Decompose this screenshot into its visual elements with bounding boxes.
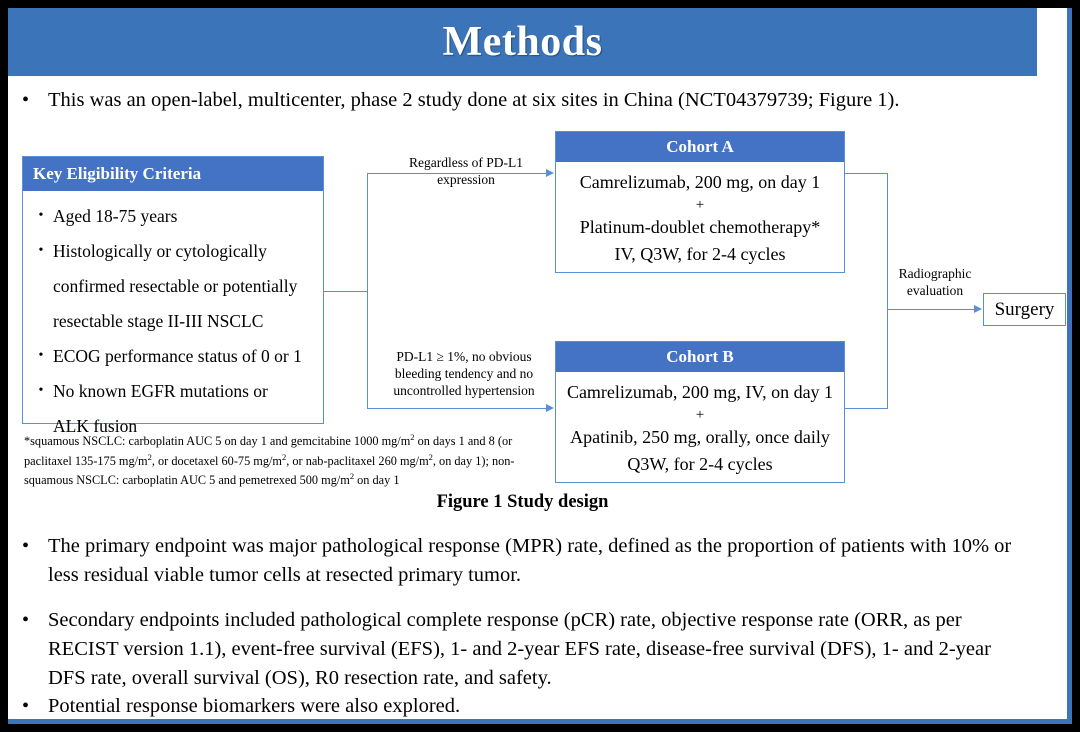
bullet-text: Secondary endpoints included pathologica… bbox=[48, 609, 991, 689]
eligibility-item-text: No known EGFR mutations or bbox=[53, 381, 268, 401]
bullet-text: The primary endpoint was major pathologi… bbox=[48, 535, 1012, 586]
list-item: • No known EGFR mutations or bbox=[29, 374, 317, 408]
connector-top-arrowhead-icon bbox=[546, 169, 554, 177]
list-item: • ECOG performance status of 0 or 1 bbox=[29, 339, 317, 373]
chemotherapy-footnote: *squamous NSCLC: carboplatin AUC 5 on da… bbox=[24, 430, 554, 489]
figure-caption: Figure 1 Study design bbox=[436, 492, 609, 512]
connector-elig-stub bbox=[324, 291, 368, 293]
cohort-b-line2: Apatinib, 250 mg, orally, once daily bbox=[570, 427, 830, 447]
list-item: • Histologically or cytologically bbox=[29, 234, 317, 268]
bullet-marker-icon: • bbox=[38, 383, 44, 398]
lead-bullet-text: This was an open-label, multicenter, pha… bbox=[48, 89, 900, 111]
cohort-b-line1: Camrelizumab, 200 mg, IV, on day 1 bbox=[566, 382, 834, 402]
connector-surgery-arrowhead-icon bbox=[974, 305, 982, 313]
slide-title-band: Methods bbox=[8, 8, 1037, 76]
footnote-line1-b: on days 1 and 8 (or bbox=[414, 434, 513, 449]
footnote-line2-c: , or nab-paclitaxel 260 mg/m bbox=[286, 453, 429, 468]
bullet-marker-icon: • bbox=[22, 695, 30, 717]
bullet-marker-icon: • bbox=[22, 609, 30, 631]
footnote-superscript: 2 bbox=[147, 451, 152, 462]
cohort-b-plus: + bbox=[695, 407, 705, 423]
eligibility-item-list: • Aged 18-75 years • Histologically or c… bbox=[23, 191, 323, 443]
list-item-continuation: resectable stage II-III NSCLC bbox=[29, 304, 317, 338]
cohort-a-line2: Platinum-doublet chemotherapy* bbox=[579, 217, 821, 237]
cohort-b-box: Cohort B Camrelizumab, 200 mg, IV, on da… bbox=[555, 341, 845, 483]
eligibility-item-text: Aged 18-75 years bbox=[53, 206, 178, 226]
cohort-b-body: Camrelizumab, 200 mg, IV, on day 1 + Apa… bbox=[556, 372, 844, 478]
surgery-box: Surgery bbox=[983, 293, 1066, 326]
eligibility-box-header: Key Eligibility Criteria bbox=[23, 157, 323, 191]
footnote-superscript: 2 bbox=[349, 471, 355, 482]
footnote-superscript: 2 bbox=[410, 432, 415, 442]
eligibility-item-text: resectable stage II-III NSCLC bbox=[53, 311, 264, 331]
eligibility-criteria-box: Key Eligibility Criteria • Aged 18-75 ye… bbox=[22, 156, 324, 436]
connector-trunk-vertical bbox=[367, 173, 369, 409]
surgery-label: Surgery bbox=[994, 298, 1055, 320]
cohort-a-body: Camrelizumab, 200 mg, on day 1 + Platinu… bbox=[556, 162, 844, 268]
cohort-a-header: Cohort A bbox=[556, 132, 844, 162]
connector-merge-vertical bbox=[887, 173, 889, 409]
cohort-b-header: Cohort B bbox=[556, 342, 844, 372]
connector-cohorta-out bbox=[844, 173, 888, 175]
bullet-text: Potential response biomarkers were also … bbox=[48, 695, 461, 717]
bullet-marker-icon: • bbox=[38, 243, 44, 258]
footnote-superscript: 2 bbox=[428, 451, 433, 462]
footnote-line3-b: on day 1 bbox=[354, 473, 400, 488]
footnote-line1-a: *squamous NSCLC: carboplatin AUC 5 on da… bbox=[24, 434, 411, 449]
footnote-line3-a: squamous NSCLC: carboplatin AUC 5 and pe… bbox=[24, 473, 350, 488]
connector-surgery-horizontal bbox=[887, 309, 975, 311]
footnote-line2-b: , or docetaxel 60-75 mg/m bbox=[151, 453, 282, 468]
footnote-superscript: 2 bbox=[281, 451, 287, 462]
connector-bottom-arrowhead-icon bbox=[546, 404, 554, 412]
cohort-a-line3: IV, Q3W, for 2-4 cycles bbox=[614, 244, 786, 264]
connector-top-horizontal bbox=[367, 173, 547, 175]
connector-bottom-horizontal bbox=[367, 408, 547, 410]
bullet-marker-icon: • bbox=[22, 535, 30, 557]
cohort-a-box: Cohort A Camrelizumab, 200 mg, on day 1 … bbox=[555, 131, 845, 273]
bullet-marker-icon: • bbox=[38, 208, 44, 223]
footnote-line2-a: paclitaxel 135-175 mg/m bbox=[24, 453, 148, 468]
bullet-row-primary-endpoint: • The primary endpoint was major patholo… bbox=[22, 532, 1032, 590]
list-item-continuation: ALK fusion bbox=[29, 409, 317, 443]
lead-bullet-row: • This was an open-label, multicenter, p… bbox=[22, 86, 1027, 115]
connector-cohortb-out bbox=[844, 408, 888, 410]
page-title: Methods bbox=[442, 19, 603, 65]
footnote-line2-d: , on day 1); non- bbox=[432, 453, 515, 468]
study-design-figure: Key Eligibility Criteria • Aged 18-75 ye… bbox=[8, 126, 1066, 516]
slide-canvas: Methods • This was an open-label, multic… bbox=[8, 8, 1072, 724]
list-item-continuation: confirmed resectable or potentially bbox=[29, 269, 317, 303]
eligibility-item-text: ALK fusion bbox=[53, 416, 138, 436]
list-item: • Aged 18-75 years bbox=[29, 199, 317, 233]
bullet-row-secondary-endpoints: • Secondary endpoints included pathologi… bbox=[22, 606, 1032, 693]
eligibility-item-text: Histologically or cytologically bbox=[53, 241, 267, 261]
cohort-a-plus: + bbox=[695, 197, 705, 213]
cohort-b-line3: Q3W, for 2-4 cycles bbox=[627, 454, 773, 474]
eligibility-item-text: ECOG performance status of 0 or 1 bbox=[53, 346, 302, 366]
bullet-marker-icon: • bbox=[38, 348, 44, 363]
bullet-row-biomarkers: • Potential response biomarkers were als… bbox=[22, 692, 1032, 719]
bullet-marker-icon: • bbox=[22, 89, 30, 111]
eligibility-item-text: confirmed resectable or potentially bbox=[53, 276, 298, 296]
cohort-a-line1: Camrelizumab, 200 mg, on day 1 bbox=[579, 172, 821, 192]
